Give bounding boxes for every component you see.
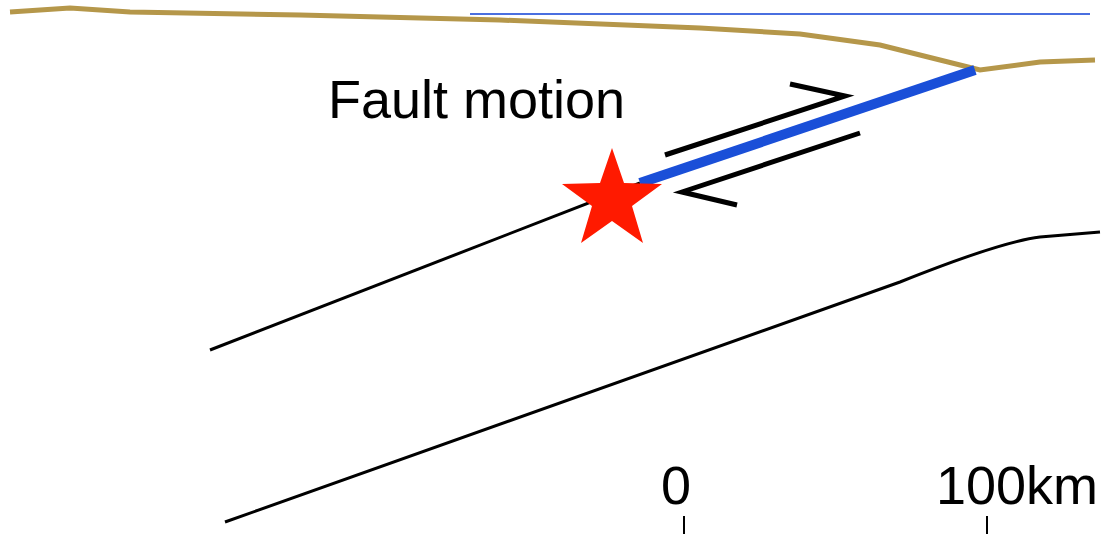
rupture-zone xyxy=(640,70,975,183)
scale-value: 100km xyxy=(936,458,1098,512)
fault-label: Fault motion xyxy=(328,72,625,126)
scale-tick xyxy=(683,516,685,534)
slip-arrow xyxy=(682,133,860,205)
scale-tick xyxy=(986,516,988,534)
scale-value: 0 xyxy=(661,458,691,512)
slab-bottom xyxy=(225,232,1100,522)
sea-level xyxy=(470,13,1090,15)
topography-line xyxy=(10,8,1095,70)
hypocenter-star xyxy=(562,148,662,243)
plate-boundary xyxy=(210,183,640,350)
